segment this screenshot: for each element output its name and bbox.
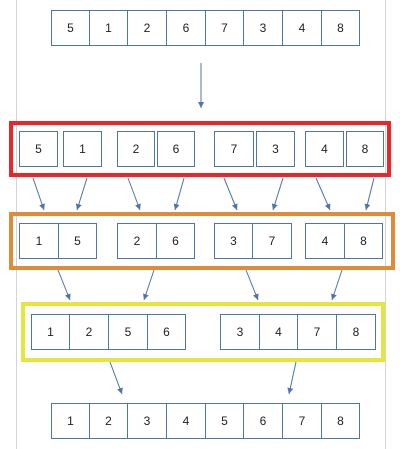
array-cell: 4 — [166, 403, 206, 439]
array-cell: 1 — [63, 131, 102, 167]
arrow — [331, 269, 343, 301]
array-cell: 1 — [19, 223, 59, 259]
arrow — [75, 177, 88, 211]
arrow — [315, 177, 331, 211]
array-cell: 5 — [51, 10, 90, 46]
array-cell: 8 — [321, 403, 360, 439]
arrow — [223, 177, 238, 211]
split-pairs-frame — [9, 121, 391, 177]
arrow — [173, 177, 185, 211]
arrow — [287, 361, 297, 395]
array-cell: 6 — [157, 131, 195, 167]
array-cell: 6 — [243, 403, 283, 439]
array-cell: 1 — [51, 403, 90, 439]
array-cell: 2 — [69, 314, 109, 350]
array-cell: 3 — [127, 403, 167, 439]
array-cell: 5 — [108, 314, 148, 350]
arrow — [57, 269, 71, 301]
arrow — [32, 177, 45, 211]
array-cell: 8 — [336, 314, 376, 350]
arrow — [143, 269, 155, 301]
array-cell: 7 — [297, 314, 337, 350]
arrow — [271, 177, 284, 211]
array-cell: 4 — [305, 131, 344, 167]
merged-quads-frame — [21, 302, 385, 362]
array-cell: 3 — [243, 10, 283, 46]
arrow — [364, 177, 375, 211]
arrow — [127, 177, 141, 211]
arrow — [245, 269, 259, 301]
array-cell: 5 — [205, 403, 244, 439]
array-cell: 5 — [19, 131, 58, 167]
array-cell: 8 — [346, 131, 384, 167]
array-cell: 8 — [344, 223, 383, 259]
array-cell: 6 — [147, 314, 186, 350]
array-cell: 6 — [166, 10, 206, 46]
array-cell: 2 — [117, 131, 155, 167]
array-cell: 7 — [252, 223, 292, 259]
array-cell: 8 — [321, 10, 360, 46]
array-cell: 4 — [282, 10, 322, 46]
array-cell: 3 — [256, 131, 295, 167]
array-cell: 7 — [214, 131, 254, 167]
arrow — [109, 361, 123, 395]
array-cell: 1 — [31, 314, 70, 350]
array-cell: 7 — [205, 10, 244, 46]
page-frame — [16, 0, 386, 449]
array-cell: 5 — [58, 223, 97, 259]
sorted-pairs-frame — [9, 212, 395, 270]
array-cell: 3 — [220, 314, 260, 350]
array-cell: 6 — [156, 223, 195, 259]
